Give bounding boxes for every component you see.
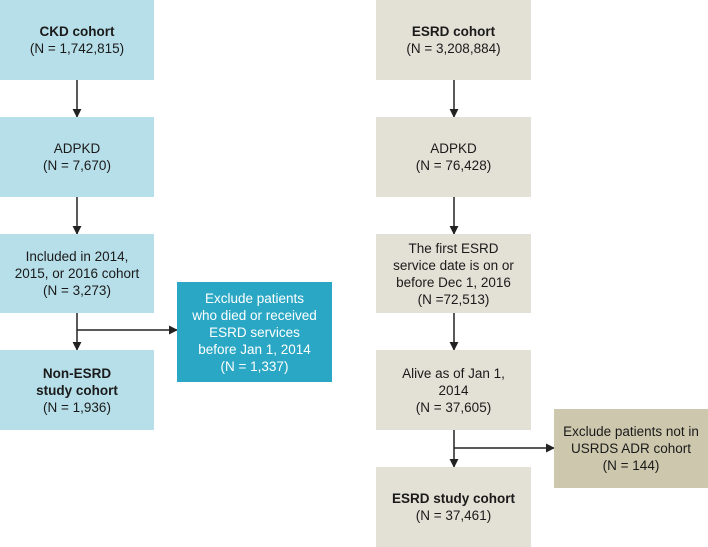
esrd-first-line1: The first ESRD — [408, 240, 499, 256]
ckd-exclude-line3: ESRD services — [209, 324, 300, 340]
esrd-first-line2: service date is on or — [393, 257, 514, 273]
esrd-first-service-box: The first ESRD service date is on or bef… — [376, 234, 531, 313]
esrd-final-title: ESRD study cohort — [391, 491, 515, 506]
esrd-alive-line1: Alive as of Jan 1, — [402, 365, 505, 381]
ckd-cohort-title: CKD cohort — [39, 24, 115, 39]
ckd-exclude-line1: Exclude patients — [204, 290, 305, 306]
esrd-exclude-box: Exclude patients not in USRDS ADR cohort… — [554, 409, 708, 488]
esrd-cohort-box: ESRD cohort (N = 3,208,884) — [376, 0, 531, 80]
esrd-adpkd-count: (N = 76,428) — [415, 158, 492, 173]
esrd-adpkd-box: ADPKD (N = 76,428) — [376, 117, 531, 197]
ckd-included-count: (N = 3,273) — [43, 283, 111, 298]
ckd-included-line2: 2015, or 2016 cohort — [14, 266, 140, 281]
esrd-adpkd-label: ADPKD — [430, 141, 477, 156]
non-esrd-study-cohort-box: Non-ESRD study cohort (N = 1,936) — [0, 350, 154, 430]
esrd-alive-box: Alive as of Jan 1, 2014 (N = 37,605) — [376, 350, 531, 430]
ckd-adpkd-box: ADPKD (N = 7,670) — [0, 117, 154, 197]
esrd-final-count: (N = 37,461) — [415, 508, 492, 523]
ckd-exclude-line4: before Jan 1, 2014 — [198, 341, 311, 357]
ckd-exclude-box: Exclude patients who died or received ES… — [177, 282, 332, 382]
esrd-exclude-line2: USRDS ADR cohort — [570, 441, 692, 456]
esrd-first-line3: before Dec 1, 2016 — [396, 274, 511, 290]
esrd-exclude-count: (N = 144) — [602, 458, 660, 473]
esrd-alive-line2: 2014 — [438, 382, 469, 398]
ckd-exclude-line2: who died or received — [192, 307, 317, 323]
ckd-cohort-box: CKD cohort (N = 1,742,815) — [0, 0, 154, 80]
esrd-study-cohort-box: ESRD study cohort (N = 37,461) — [376, 467, 531, 547]
esrd-exclude-line1: Exclude patients not in — [563, 424, 699, 439]
ckd-adpkd-label: ADPKD — [53, 141, 101, 156]
esrd-cohort-count: (N = 3,208,884) — [406, 41, 501, 56]
ckd-included-line1: Included in 2014, — [25, 249, 129, 264]
non-esrd-title-line2: study cohort — [36, 382, 118, 398]
ckd-exclude-count: (N = 1,337) — [220, 358, 289, 374]
esrd-alive-count: (N = 37,605) — [415, 399, 492, 415]
ckd-cohort-count: (N = 1,742,815) — [29, 41, 125, 56]
esrd-cohort-title: ESRD cohort — [411, 24, 496, 39]
ckd-adpkd-count: (N = 7,670) — [43, 158, 111, 173]
ckd-included-box: Included in 2014, 2015, or 2016 cohort (… — [0, 234, 154, 313]
non-esrd-title-line1: Non-ESRD — [42, 365, 112, 381]
non-esrd-count: (N = 1,936) — [43, 399, 111, 415]
esrd-first-count: (N =72,513) — [417, 291, 490, 307]
